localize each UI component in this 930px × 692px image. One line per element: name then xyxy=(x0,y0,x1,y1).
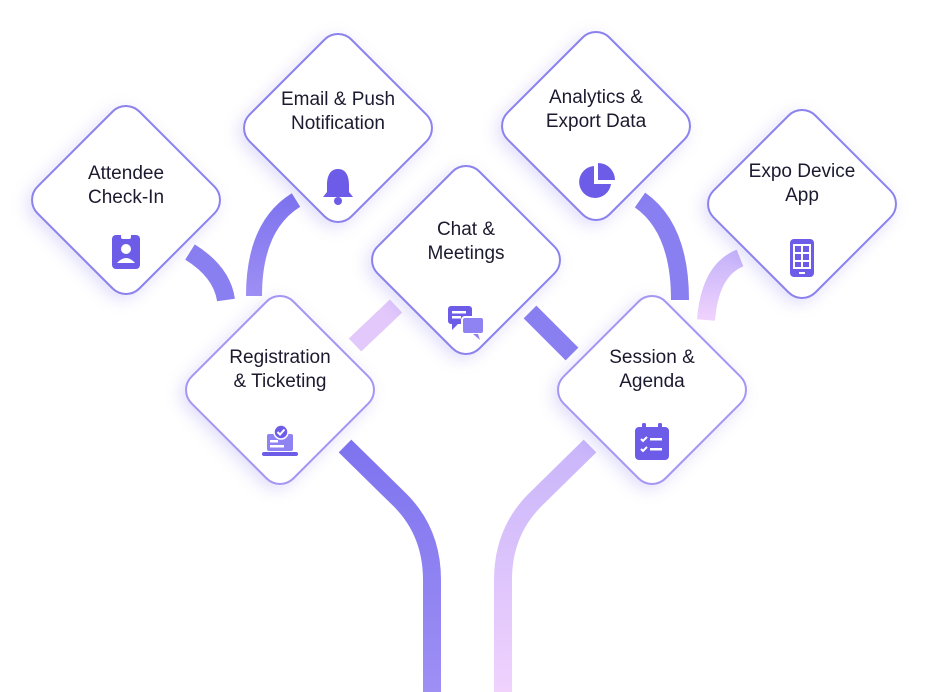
tablet-icon xyxy=(790,239,814,277)
chat-bubbles-icon xyxy=(448,306,485,340)
feature-label: Email & Push Notification xyxy=(280,89,396,134)
trunk-left-dark xyxy=(338,439,441,692)
feature-label: Attendee Check-In xyxy=(87,163,165,208)
pie-chart-icon xyxy=(579,163,615,198)
branch-expo xyxy=(697,249,744,321)
branch-chat-left xyxy=(348,299,403,352)
feature-label: Chat & Meetings xyxy=(427,219,505,264)
branch-analytics xyxy=(634,192,689,301)
branch-chat-right xyxy=(523,305,579,361)
feature-label: Session & Agenda xyxy=(609,347,695,392)
feature-label: Registration & Ticketing xyxy=(229,347,331,392)
id-badge-icon xyxy=(112,233,140,269)
calendar-checklist-icon xyxy=(635,423,669,460)
feature-label: Expo Device App xyxy=(748,161,856,206)
trunk-right-light xyxy=(494,439,597,692)
laptop-check-icon xyxy=(262,424,298,456)
branch-email xyxy=(246,193,301,297)
branch-checkin xyxy=(185,244,235,302)
bell-icon xyxy=(323,169,353,205)
feature-label: Analytics & Export Data xyxy=(545,87,647,132)
